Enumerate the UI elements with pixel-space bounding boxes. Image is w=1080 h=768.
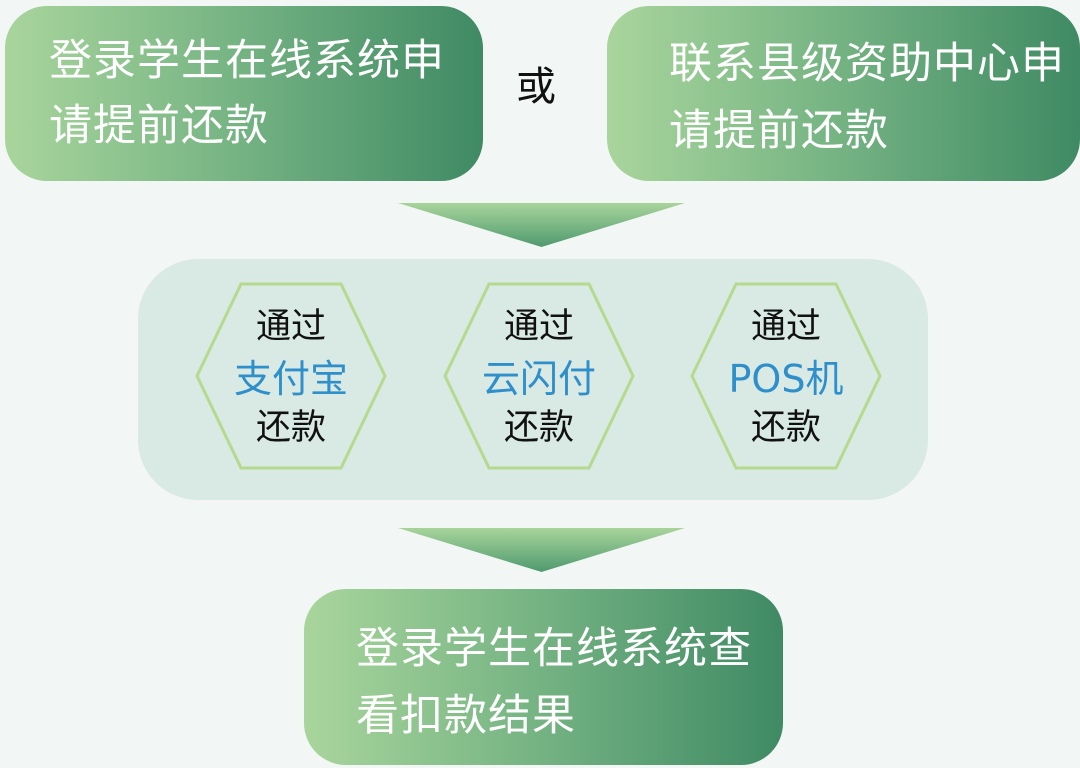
method-alipay: 通过 支付宝 还款: [195, 282, 387, 470]
method-pos-suffix: 还款: [750, 408, 821, 448]
method-alipay-prefix: 通过: [255, 307, 326, 347]
payment-methods-panel: [138, 259, 928, 500]
step-online-application-box: [5, 6, 483, 181]
hexagon-icon: [443, 282, 635, 470]
method-pos-prefix: 通过: [750, 307, 821, 347]
step-result-line-2: 看扣款结果: [356, 691, 576, 741]
hexagon-icon: [690, 282, 882, 470]
down-arrow-icon: [398, 203, 685, 247]
step-online-line-1: 登录学生在线系统申: [49, 36, 445, 86]
method-unionpay-prefix: 通过: [503, 307, 574, 347]
step-result-line-1: 登录学生在线系统查: [356, 624, 752, 674]
method-pos-channel: POS机: [728, 357, 844, 401]
method-unionpay: 通过 云闪付 还款: [443, 282, 635, 470]
step-county-center-box: [607, 6, 1080, 181]
hexagon-icon: [195, 282, 387, 470]
step-county-line-1: 联系县级资助中心申: [669, 39, 1065, 89]
or-label: 或: [516, 64, 556, 110]
method-pos: 通过 POS机 还款: [690, 282, 882, 470]
step-county-line-2: 请提前还款: [669, 106, 889, 156]
step-online-line-2: 请提前还款: [49, 101, 269, 151]
method-unionpay-channel: 云闪付: [481, 357, 596, 401]
method-alipay-channel: 支付宝: [233, 357, 348, 401]
method-alipay-suffix: 还款: [255, 408, 326, 448]
down-arrow-icon: [398, 528, 685, 572]
step-check-result-box: [304, 589, 783, 765]
method-unionpay-suffix: 还款: [503, 408, 574, 448]
